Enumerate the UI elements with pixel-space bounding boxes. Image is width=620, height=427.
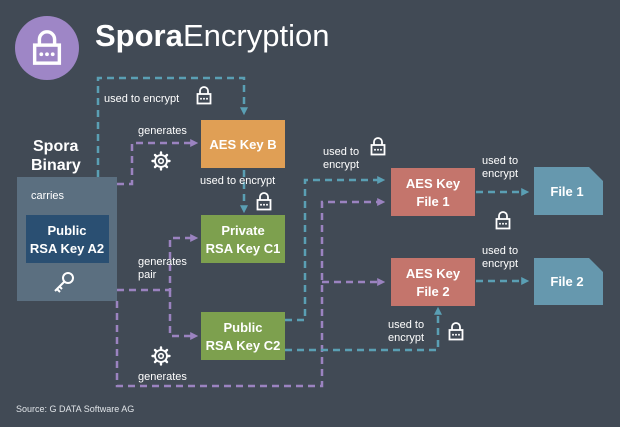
arrow-generates-aes-b	[117, 138, 199, 186]
private-rsa-key-c1-line1: Private	[221, 223, 264, 238]
gear-icon	[151, 151, 171, 171]
gear-icon	[151, 346, 171, 366]
carries-label: carries	[31, 190, 65, 202]
arrow-generates-pair-c2	[168, 290, 199, 341]
label-c2-used-to-line1: used to	[388, 319, 424, 331]
public-rsa-key-c2-line2: RSA Key C2	[206, 338, 281, 353]
label-generates-pair-line1: generates	[138, 256, 187, 268]
aes-key-b-label: AES Key B	[209, 137, 276, 152]
arrow-c2-encrypts-aes-file2	[285, 306, 443, 352]
padlock-icon	[448, 322, 464, 341]
padlock-icon	[256, 192, 272, 211]
label-generates-pair-line2: pair	[138, 269, 157, 281]
file1-label: File 1	[550, 184, 583, 199]
file1-box	[534, 167, 603, 215]
key-icon	[54, 272, 74, 293]
aes-key-file2-line1: AES Key	[406, 266, 461, 281]
private-rsa-key-c1-box	[201, 215, 285, 263]
public-rsa-key-c2-line1: Public	[223, 320, 262, 335]
public-rsa-key-a2-line1: Public	[47, 223, 86, 238]
padlock-icon	[370, 137, 386, 156]
label-generates-bottom: generates	[138, 371, 187, 383]
padlock-icon	[196, 86, 212, 105]
label-c1-used-to-line2: encrypt	[323, 159, 359, 171]
label-c2-used-to-line2: encrypt	[388, 332, 424, 344]
private-rsa-key-c1-line2: RSA Key C1	[206, 241, 281, 256]
source-credit: Source: G DATA Software AG	[16, 404, 134, 414]
arrow-generates-aes-keys	[115, 197, 386, 388]
public-rsa-key-c2-box	[201, 312, 285, 360]
label-file1-used-to-line2: encrypt	[482, 168, 518, 180]
aes-key-file2-box	[391, 258, 475, 306]
label-c1-used-to-line1: used to	[323, 146, 359, 158]
label-file1-used-to-line1: used to	[482, 155, 518, 167]
lock-badge	[15, 16, 79, 80]
label-file2-used-to-line2: encrypt	[482, 258, 518, 270]
aes-key-file1-line2: File 1	[416, 194, 449, 209]
aes-key-file2-line2: File 2	[416, 284, 449, 299]
arrow-binary-to-aes-b	[96, 76, 249, 177]
arrow-generates-pair-c1	[117, 233, 199, 292]
label-used-to-encrypt-top: used to encrypt	[104, 93, 179, 105]
aes-key-file1-box	[391, 168, 475, 216]
public-rsa-key-a2-box	[26, 215, 109, 263]
binary-label-line2: Binary	[31, 157, 81, 174]
padlock-icon	[495, 211, 511, 230]
binary-label-line1: Spora	[33, 138, 78, 155]
public-rsa-key-a2-line2: RSA Key A2	[30, 241, 104, 256]
aes-key-b-box	[201, 120, 285, 168]
title-regular: Encryption	[183, 18, 329, 53]
file2-box	[534, 258, 603, 305]
arrow-c1-encrypts-c2	[285, 175, 386, 322]
file2-label: File 2	[550, 274, 583, 289]
label-file2-used-to-line1: used to	[482, 245, 518, 257]
title-bold: Spora	[95, 18, 184, 53]
label-used-to-encrypt-mid: used to encrypt	[200, 175, 275, 187]
label-generates-top: generates	[138, 125, 187, 137]
aes-key-file1-line1: AES Key	[406, 176, 461, 191]
